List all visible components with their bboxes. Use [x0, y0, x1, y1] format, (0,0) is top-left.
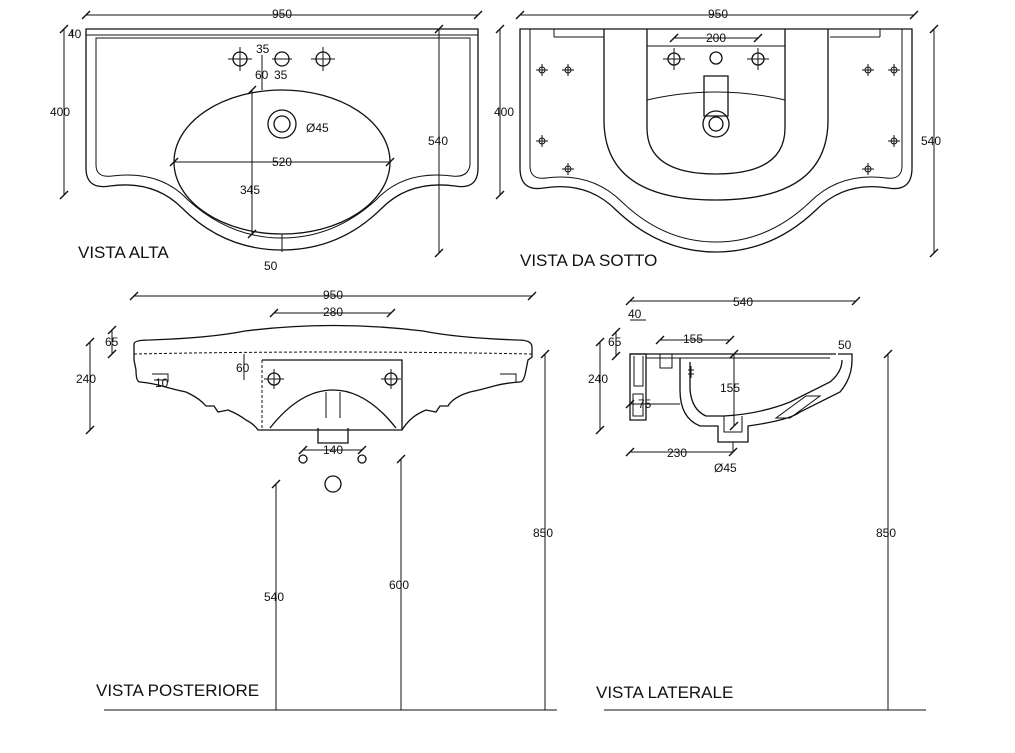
bottom-view-tap-hole [709, 51, 723, 65]
rear-view-backplate [262, 359, 403, 430]
dim-top-bowl-depth: 345 [240, 183, 260, 197]
dim-rear-top: 65 [105, 335, 119, 349]
tap-hole-right [311, 47, 335, 71]
dim-rear-width: 950 [323, 288, 343, 302]
dim-side-850: 850 [876, 526, 896, 540]
rear-view: 950 280 65 240 60 10 140 540 600 850 VIS… [76, 288, 557, 711]
wall-fixing-left [298, 454, 308, 464]
bottom-view-arch [603, 29, 829, 201]
dim-bottom-depth: 540 [921, 134, 941, 148]
dim-rear-edge: 60 [236, 361, 250, 375]
bottom-view: 950 200 400 540 VISTA DA SOTTO [494, 7, 941, 270]
dim-rear-600: 600 [389, 578, 409, 592]
dim-top-height: 400 [50, 105, 70, 119]
bottom-view-siphon [703, 75, 729, 117]
title-bottom-view: VISTA DA SOTTO [520, 251, 657, 270]
bottom-view-fixing-right [747, 48, 769, 70]
dim-side-depth: 540 [733, 295, 753, 309]
dim-side-rim-front: 50 [838, 338, 852, 352]
dim-side-75: 75 [638, 397, 652, 411]
dim-side-155: 155 [683, 332, 703, 346]
bottom-view-screws [536, 64, 900, 175]
bottom-view-bowl [646, 29, 786, 175]
dim-side-v155: 155 [720, 381, 740, 395]
drain-outer [267, 109, 297, 139]
dim-top-drain: Ø45 [306, 121, 329, 135]
bottom-view-rim-inner [529, 29, 903, 243]
rear-view-hidden-edge [133, 351, 533, 355]
drain-inner [273, 115, 291, 133]
dim-side-230: 230 [667, 446, 687, 460]
top-view: 950 40 400 540 35 60 35 520 345 50 Ø45 V… [50, 7, 483, 273]
side-view-bowl-inner [689, 359, 843, 417]
dim-top-depth: 540 [428, 134, 448, 148]
dim-top-bowl-width: 520 [272, 155, 292, 169]
dim-rear-540: 540 [264, 590, 284, 604]
title-side-view: VISTA LATERALE [596, 683, 733, 702]
dim-side-rim: 40 [628, 307, 642, 321]
dim-rear-inner: 280 [323, 305, 343, 319]
bottom-view-drain-inner [708, 116, 724, 132]
rear-view-outline [133, 324, 533, 431]
bottom-view-fixing-left [663, 48, 685, 70]
wall-drain-hole [324, 475, 342, 493]
bottom-view-drain-outer [702, 110, 730, 138]
tap-hole-center [272, 51, 292, 67]
dim-top-width: 950 [272, 7, 292, 21]
bottom-view-outline [519, 28, 913, 253]
dim-side-top: 65 [608, 335, 622, 349]
wall-fixing-right [357, 454, 367, 464]
title-rear-view: VISTA POSTERIORE [96, 681, 259, 700]
rear-view-fixing-right [381, 369, 401, 389]
dim-bottom-width: 950 [708, 7, 728, 21]
dim-side-drain: Ø45 [714, 461, 737, 475]
dim-top-tap1: 35 [256, 42, 270, 56]
top-view-outline [85, 28, 479, 251]
side-view-bowl-outer [679, 353, 853, 443]
dim-top-rim: 40 [68, 27, 82, 41]
dim-top-tap3: 35 [274, 68, 288, 82]
dim-rear-fixings: 140 [323, 443, 343, 457]
dim-bottom-mount: 200 [706, 31, 726, 45]
side-view: 540 40 155 65 240 155 75 50 230 Ø45 850 … [588, 295, 926, 711]
dim-rear-lip: 10 [155, 376, 169, 390]
rear-view-siphon [317, 428, 349, 444]
title-top-view: VISTA ALTA [78, 243, 169, 262]
rear-view-bowl [269, 389, 397, 429]
dim-top-tap2: 60 [255, 68, 269, 82]
dim-top-front: 50 [264, 259, 278, 273]
tap-hole-left [228, 47, 252, 71]
dim-bottom-height: 400 [494, 105, 514, 119]
rear-view-fixing-left [264, 369, 284, 389]
dim-side-height: 240 [588, 372, 608, 386]
dim-rear-height: 240 [76, 372, 96, 386]
dim-rear-850: 850 [533, 526, 553, 540]
